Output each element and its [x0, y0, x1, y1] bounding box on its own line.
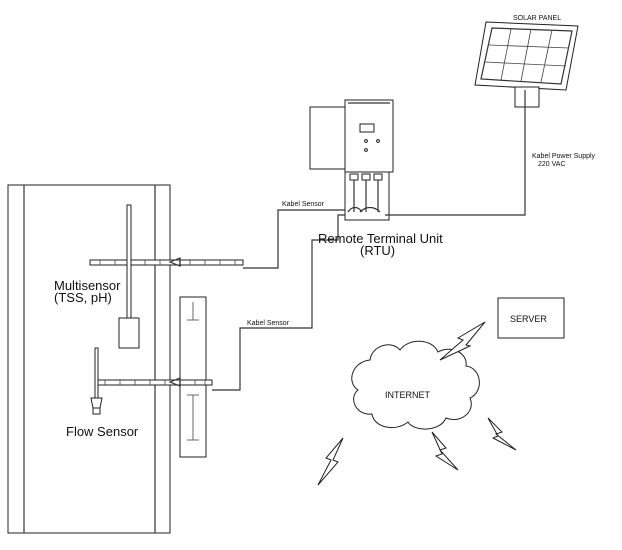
solar-panel [474, 21, 579, 108]
wireless-links [317, 321, 517, 486]
rtu-cabinet [309, 99, 394, 221]
kabel-sensor-bottom-label: Kabel Sensor [247, 320, 290, 327]
internet-label: INTERNET [385, 390, 431, 400]
power-supply-cable [385, 107, 526, 216]
solar-panel-label: SOLAR PANEL [513, 15, 561, 22]
power-supply-label-line1: Kabel Power Supply [532, 153, 596, 160]
power-supply-label-line2: 220 VAC [538, 161, 566, 168]
flow-sensor-probe [90, 347, 103, 415]
multisensor-probe [118, 204, 140, 349]
multisensor-label-line2: (TSS, pH) [54, 290, 112, 305]
water-channel [7, 184, 171, 534]
multisensor-label-line1: Multisensor [54, 278, 121, 293]
internet-cloud [351, 340, 480, 430]
sensor-mount-frame [179, 296, 207, 458]
flow-sensor-label: Flow Sensor [66, 424, 139, 439]
rtu-label-line1: Remote Terminal Unit [318, 231, 443, 246]
multisensor-arm [89, 257, 244, 267]
rtu-label-line2: (RTU) [360, 243, 395, 258]
sensor-cables [212, 209, 348, 391]
server-box [497, 297, 565, 339]
kabel-sensor-top-label: Kabel Sensor [282, 201, 325, 208]
server-label: SERVER [510, 314, 547, 324]
